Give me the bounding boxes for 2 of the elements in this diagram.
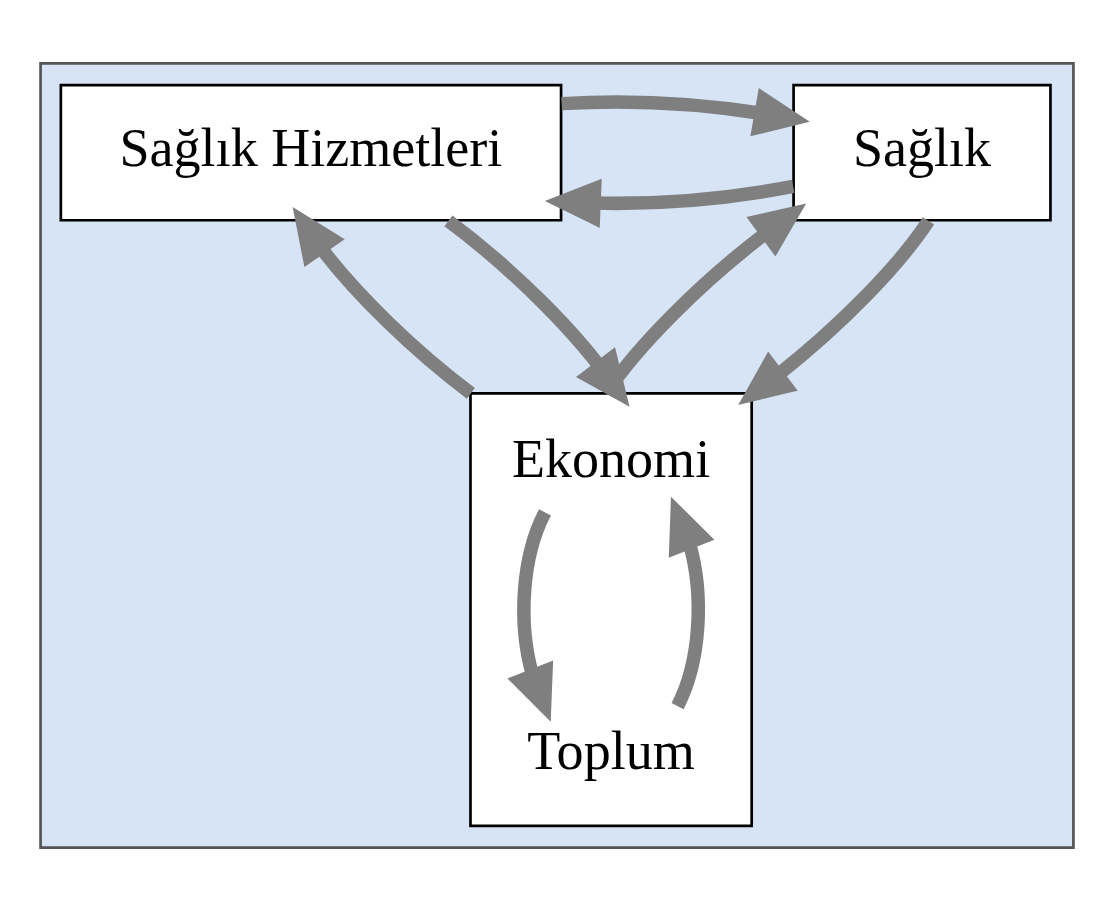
node-text: Toplum [527,720,695,781]
node-text: Ekonomi [511,428,711,489]
